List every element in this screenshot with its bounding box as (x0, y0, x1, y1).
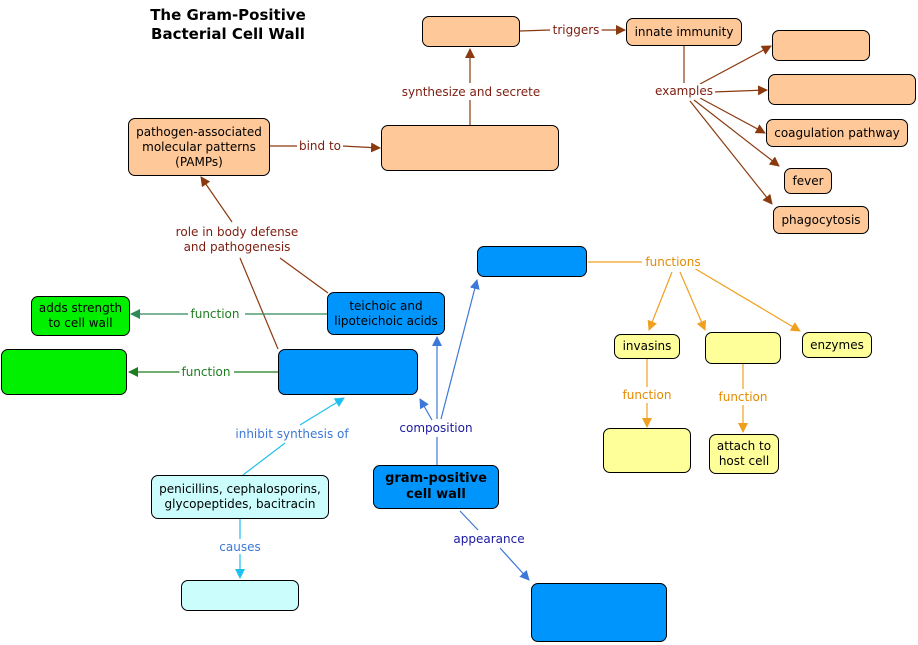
link-label-composition: composition (397, 421, 475, 435)
example-1-node[interactable] (772, 30, 870, 61)
phagocytosis-node[interactable]: phagocytosis (773, 206, 869, 234)
edge-functions-invasins (647, 271, 673, 331)
edge-bluemid-role (239, 257, 279, 350)
yellow-mid-node[interactable] (705, 332, 781, 364)
invasins-node[interactable]: invasins (614, 334, 680, 359)
title-line-1: The Gram-Positive (150, 6, 306, 24)
edge-examples-fever (693, 99, 780, 167)
link-label-functions: functions (643, 255, 703, 269)
edge-bind-target (341, 142, 381, 153)
link-label-function-teichoic: function (188, 307, 242, 321)
edge-examples-coag (699, 97, 766, 134)
edge-examples-ex1 (699, 45, 772, 85)
secreted-top-node[interactable] (422, 16, 520, 47)
coagulation-node[interactable]: coagulation pathway (766, 119, 908, 147)
link-label-bind-to: bind to (296, 139, 344, 153)
attach-host-node[interactable]: attach to host cell (709, 434, 779, 474)
edge-top-triggers (519, 29, 551, 32)
fever-node[interactable]: fever (784, 168, 832, 194)
page-title: The Gram-Positive Bacterial Cell Wall (118, 6, 338, 44)
green-large-node[interactable] (1, 349, 127, 395)
link-label-function-invasins: function (620, 388, 674, 402)
link-label-examples: examples (653, 84, 715, 98)
gram-positive-wall-node[interactable]: gram-positive cell wall (373, 465, 499, 509)
enzymes-node[interactable]: enzymes (802, 332, 872, 358)
pamps-node[interactable]: pathogen-associated molecular patterns (… (128, 118, 270, 176)
edge-composition-bluetop (440, 279, 480, 420)
link-label-function-yellowmid: function (716, 390, 770, 404)
edge-functions-yellowmid (679, 271, 707, 331)
edge-inhibit-bluemid (299, 397, 345, 426)
blue-mid-node[interactable] (278, 349, 418, 395)
title-line-2: Bacterial Cell Wall (151, 25, 305, 43)
yellow-bottom-node[interactable] (603, 428, 691, 473)
link-label-causes: causes (217, 540, 263, 554)
link-label-inhibit: inhibit synthesis of (233, 427, 351, 441)
antibiotics-node[interactable]: penicillins, cephalosporins, glycopeptid… (151, 475, 329, 519)
innate-immunity-node[interactable]: innate immunity (626, 18, 742, 46)
teichoic-acids-node[interactable]: teichoic and lipoteichoic acids (327, 292, 445, 335)
edge-appearance-bluebottom (499, 547, 530, 581)
link-label-triggers: triggers (550, 23, 602, 37)
adds-strength-node[interactable]: adds strength to cell wall (31, 296, 130, 336)
link-label-appearance: appearance (451, 532, 527, 546)
bind-target-node[interactable] (381, 125, 559, 171)
edge-composition-bluemid (419, 398, 433, 421)
cyan-bottom-node[interactable] (181, 580, 299, 611)
link-label-role: role in body defense and pathogenesis (173, 225, 301, 255)
edge-functions-enzymes (693, 267, 801, 332)
edge-examples-phago (689, 100, 773, 205)
link-label-synthesize: synthesize and secrete (399, 85, 543, 99)
link-label-function-bluemid: function (179, 365, 233, 379)
example-2-node[interactable] (768, 74, 916, 105)
blue-top-node[interactable] (477, 246, 587, 277)
edge-role-pamps (200, 176, 233, 223)
edge-teichoic-role (279, 257, 329, 294)
edge-wall-appearance (459, 510, 479, 531)
blue-bottom-node[interactable] (531, 583, 667, 642)
edge-examples-ex2 (712, 85, 768, 96)
edge-antibiotics-inhibit (242, 442, 286, 476)
